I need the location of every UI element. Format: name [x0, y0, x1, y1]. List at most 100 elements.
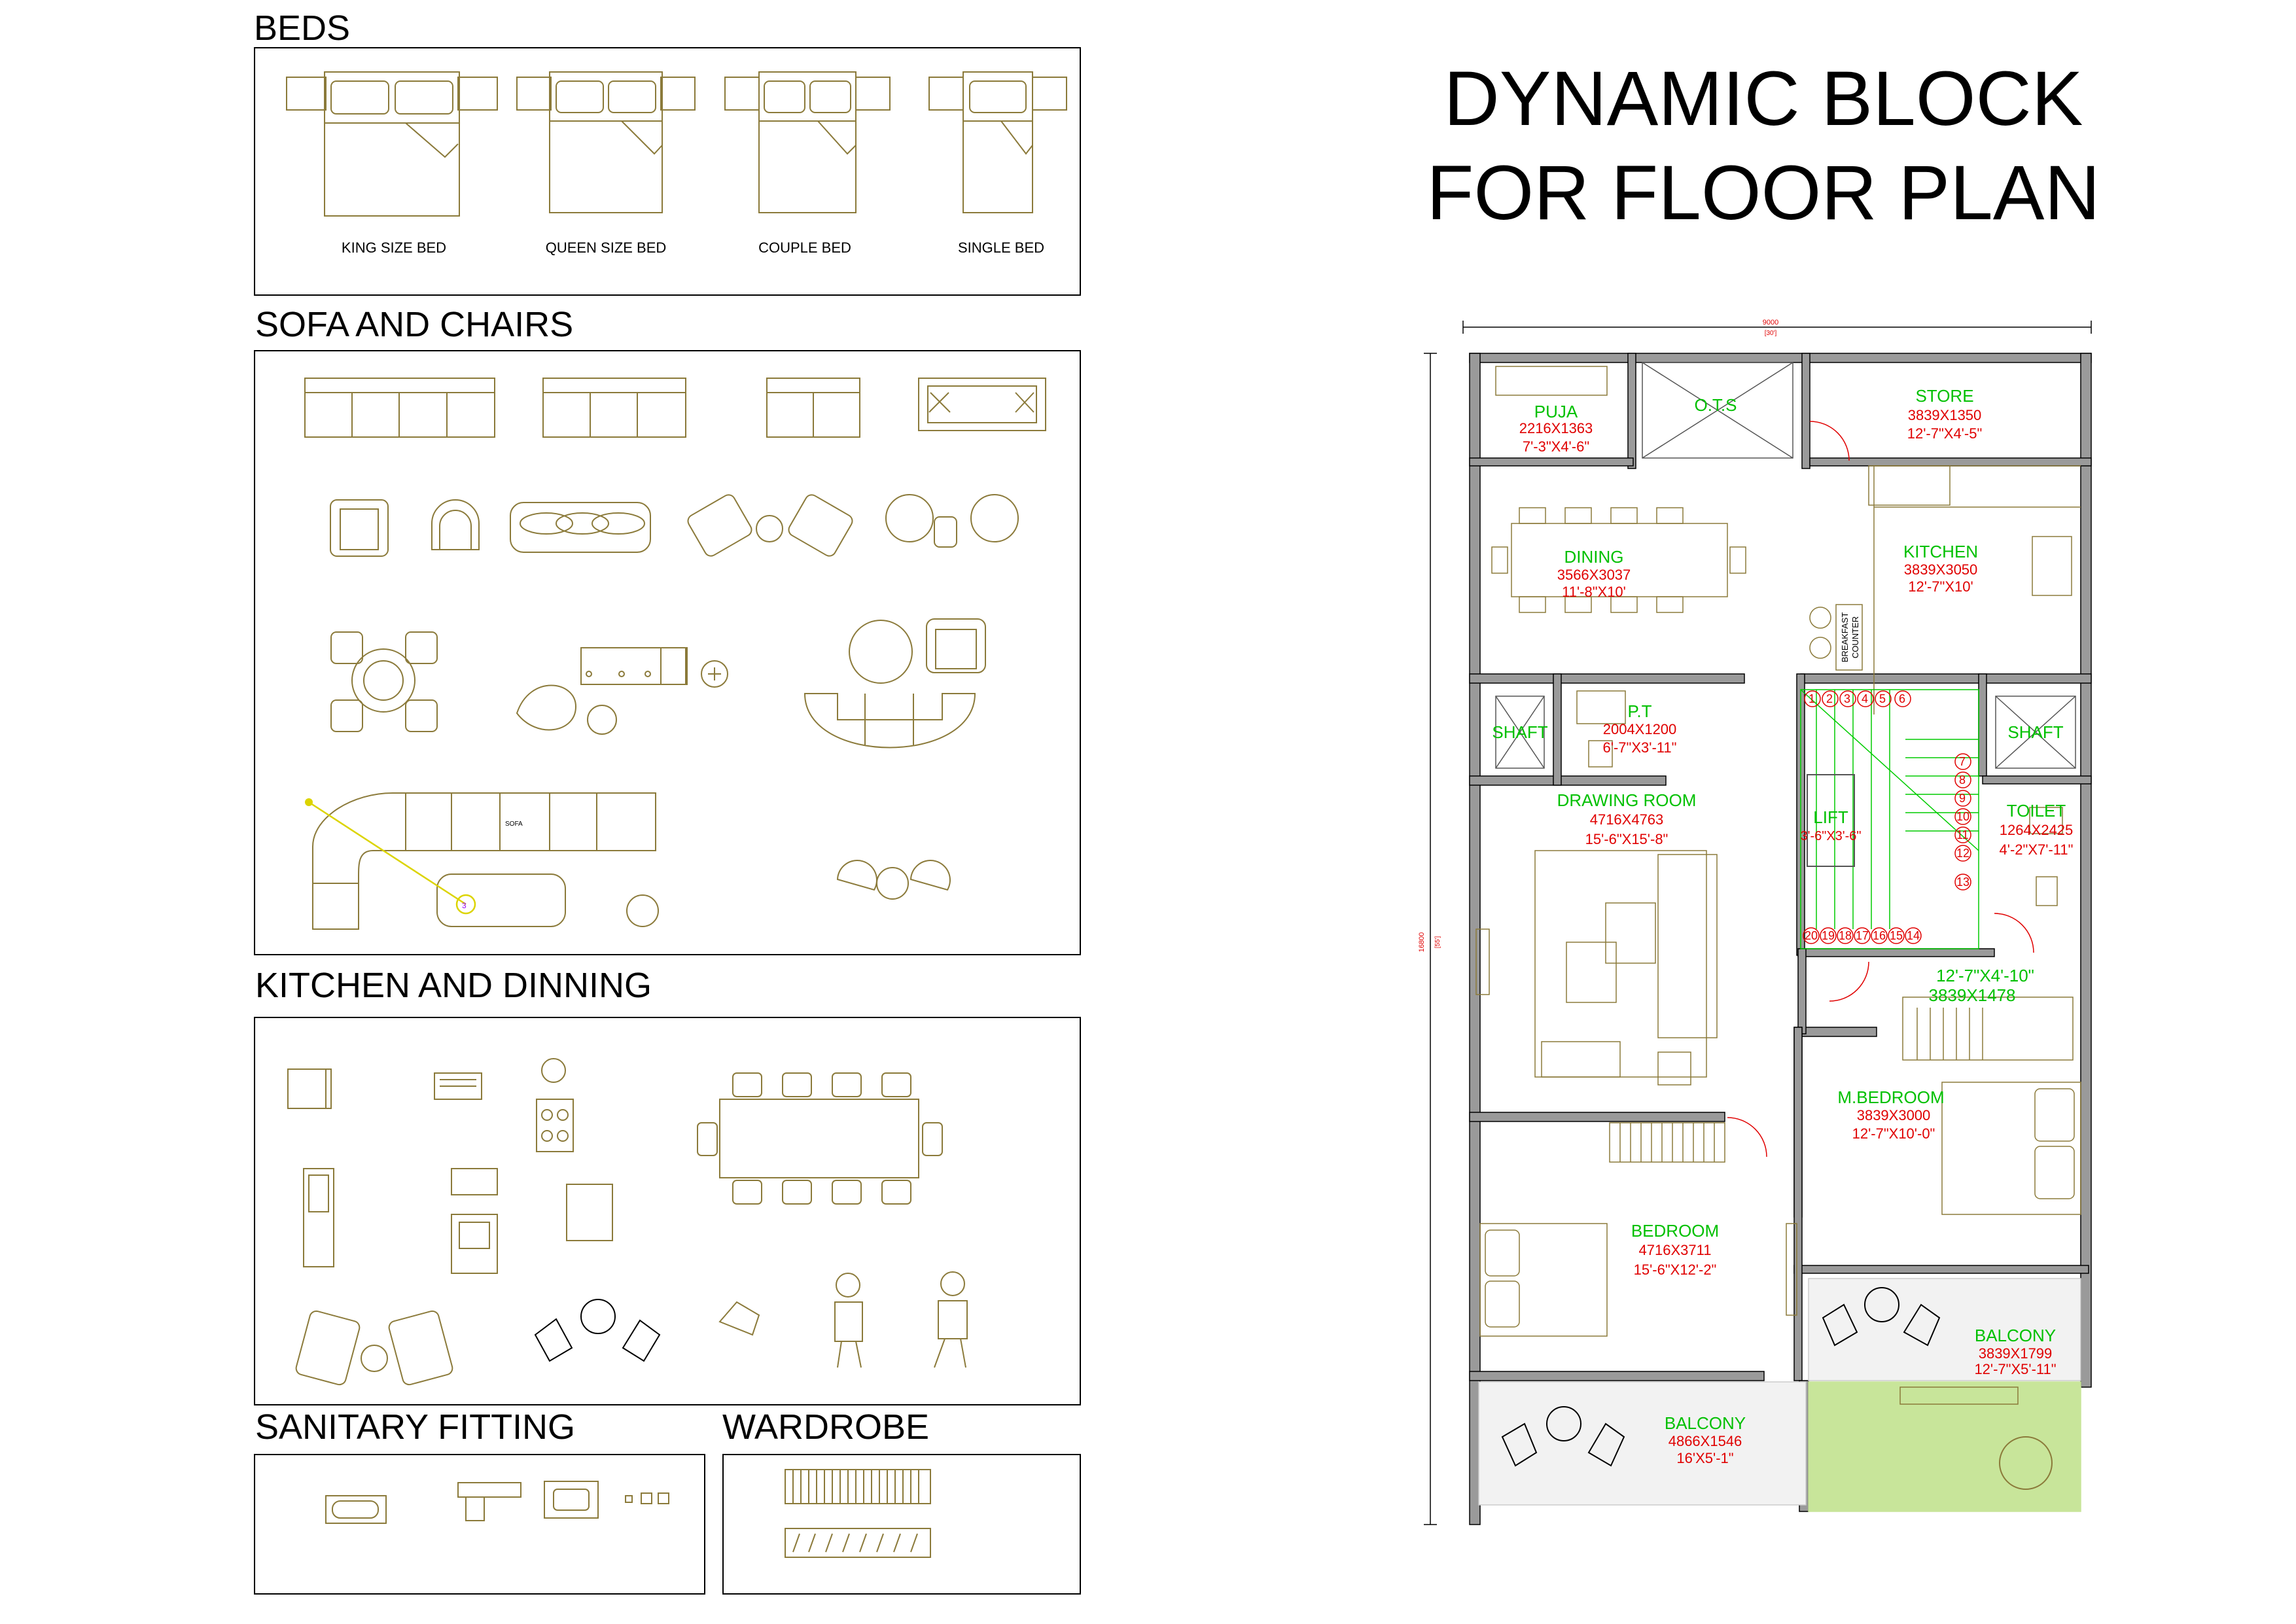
svg-text:2: 2: [1826, 692, 1833, 705]
bedroom-stair-edge: [1609, 1122, 1725, 1163]
robot-vacuum-icon: [718, 1301, 760, 1336]
puja-name: PUJA: [1534, 402, 1578, 421]
shaft1-name: SHAFT: [1492, 722, 1547, 742]
lift-dim-ft: 3'-6"X3'-6": [1801, 829, 1862, 843]
svg-text:13: 13: [1956, 875, 1969, 889]
king-size-bed-icon: [286, 71, 498, 217]
dining-name: DINING: [1564, 547, 1624, 567]
counter-basin-icon: [544, 1481, 599, 1519]
pt-dim-mm: 2004X1200: [1603, 721, 1677, 737]
main-title-line1: DYNAMIC BLOCK: [1443, 56, 2083, 142]
toilet-basin: [2029, 807, 2063, 834]
svg-text:20: 20: [1805, 929, 1818, 942]
guide-marker-number: 3: [462, 901, 467, 910]
lounge-set-icon: [687, 494, 853, 557]
washer-counter-icon: [303, 1168, 334, 1267]
pt-dim-ft: 6'-7"X3'-11": [1603, 739, 1677, 756]
pt-name: P.T: [1627, 701, 1651, 721]
lift-name: LIFT: [1813, 807, 1848, 827]
four-seat-sofa-icon: [304, 378, 495, 438]
puja-dim-mm: 2216X1363: [1519, 420, 1593, 436]
wardrobe-top-icon: [785, 1469, 931, 1504]
person-standing-icon: [934, 1271, 968, 1368]
mbed-name: M.BEDROOM: [1837, 1087, 1944, 1107]
chair-icon: [926, 618, 986, 673]
svg-text:6: 6: [1899, 692, 1905, 705]
bed-label-couple: COUPLE BED: [758, 239, 851, 256]
shaft2-name: SHAFT: [2007, 722, 2063, 742]
lift-shaft: [1807, 774, 1855, 867]
doors: [1727, 421, 2034, 1157]
kitchen-panel: [254, 1017, 1081, 1405]
dining-chairs-round-icon: [534, 1299, 661, 1362]
beds-title: BEDS: [254, 9, 351, 48]
person-walking-icon: [834, 1273, 863, 1368]
chesterfield-sofa-icon: [510, 502, 651, 553]
sofa-title: SOFA AND CHAIRS: [255, 305, 574, 344]
dim-left-ft: [55']: [1434, 936, 1441, 948]
dining-chairs: [1491, 507, 1746, 613]
lounger-icon: [516, 684, 617, 735]
kitchen-sink: [1868, 465, 1951, 506]
svg-text:7: 7: [1959, 755, 1966, 768]
sink-icon: [434, 1072, 482, 1100]
sofa-with-cushions-icon: [918, 378, 1046, 431]
kitchen-title: KITCHEN AND DINNING: [255, 966, 652, 1005]
l-shaped-sofa-icon: [312, 792, 656, 930]
svg-text:3: 3: [1844, 692, 1850, 705]
dining-dim-ft: 11'-8"X10': [1562, 584, 1626, 600]
drawing-tv: [1475, 928, 1490, 995]
mbed-dim-ft: 12'-7"X10'-0": [1852, 1125, 1935, 1142]
guide-start-point: [305, 798, 313, 806]
bed-label-queen: QUEEN SIZE BED: [545, 239, 667, 256]
round-chairs-set-icon: [885, 494, 1019, 548]
patio-chairs-icon: [295, 1310, 453, 1386]
three-seat-sofa-icon: [542, 378, 686, 438]
couple-bed-icon: [724, 71, 891, 213]
balcony2-dim-ft: 16'X5'-1": [1676, 1450, 1733, 1466]
dim-top-ft: [30']: [1765, 330, 1777, 337]
main-title-line2: FOR FLOOR PLAN: [1426, 150, 2100, 236]
drawing-sofa: [1657, 854, 1718, 1038]
side-stool-icon: [626, 894, 659, 927]
ots-cross: [1642, 362, 1793, 459]
toilet-dim-ft: 4'-2"X7'-11": [2000, 841, 2074, 858]
bedroom-name: BEDROOM: [1631, 1221, 1719, 1241]
puja-dim-ft: 7'-3"X4'-6": [1523, 438, 1589, 455]
coffee-table-icon: [436, 874, 566, 927]
passage-dim-mm: 3839X1478: [1928, 985, 2015, 1005]
balcony2-floor: [1478, 1381, 1807, 1506]
bed-label-king: KING SIZE BED: [341, 239, 447, 256]
svg-text:12: 12: [1956, 847, 1969, 860]
svg-text:4: 4: [1862, 692, 1868, 705]
shaft1-box: [1495, 696, 1545, 769]
balcony1-floor: [1808, 1278, 2081, 1381]
svg-text:16: 16: [1873, 929, 1886, 942]
sofa-panel: [254, 350, 1081, 955]
svg-text:9: 9: [1959, 792, 1966, 805]
dim-top: 9000: [1763, 319, 1778, 327]
tub-chair-icon: [431, 499, 480, 550]
balcony1-name: BALCONY: [1975, 1326, 2056, 1345]
balcony1-dim-ft: 12'-7"X5'-11": [1974, 1361, 2056, 1377]
small-fittings-icon: [625, 1492, 669, 1504]
bedroom-bed: [1479, 1223, 1608, 1337]
svg-text:1: 1: [1809, 692, 1815, 705]
breakfast-stool-1: [1809, 607, 1831, 629]
bedroom-dim-mm: 4716X3711: [1639, 1242, 1712, 1258]
mbed-dim-mm: 3839X3000: [1857, 1107, 1931, 1123]
ots-name: O.T.S: [1694, 395, 1737, 415]
hob-counter-icon: [451, 1168, 498, 1274]
wc-icon: [325, 1495, 387, 1524]
two-seat-sofa-icon: [766, 378, 860, 438]
balcony2-name: BALCONY: [1665, 1413, 1746, 1433]
washbasin-icon: [457, 1482, 521, 1521]
garden-area: [1808, 1381, 2081, 1512]
svg-text:11: 11: [1956, 828, 1969, 841]
dimension-lines: [1424, 321, 2092, 1525]
pt-wc: [1588, 740, 1613, 768]
drawing-rug: [1534, 850, 1707, 1078]
drawing-table: [1605, 902, 1656, 964]
armchair-icon: [330, 499, 389, 557]
